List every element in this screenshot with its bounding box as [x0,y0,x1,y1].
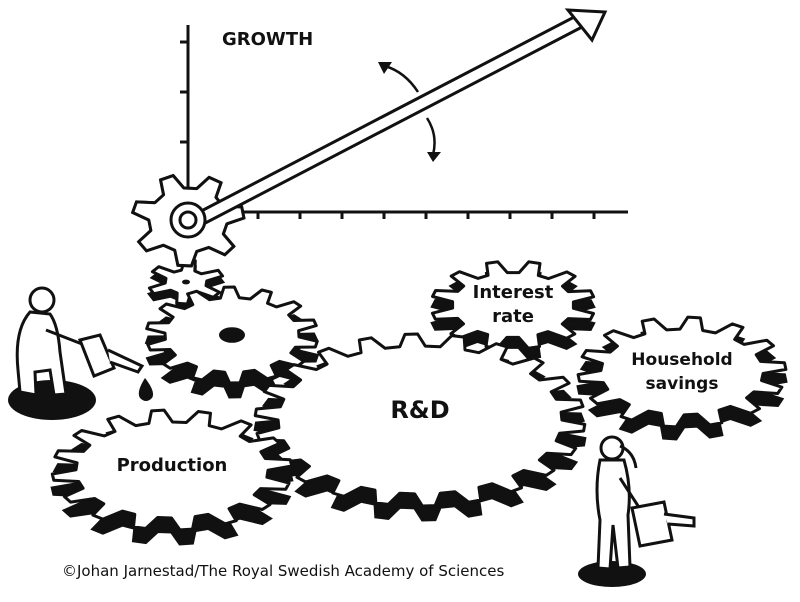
rotate-arrow-head-up [378,62,392,74]
gear-icon-rd-face [253,332,587,508]
gear-icon-interest-face [430,260,596,350]
gear-icon-production-face [50,408,294,532]
gear-icon-middle [144,285,320,399]
gear-icon-production [50,408,294,546]
worker-figure-icon-left [8,286,96,420]
watering-can-icon-left [77,333,145,378]
gear-layer [50,173,788,546]
gear-icon-household-face [576,315,788,429]
interest-label-line1: Interest [473,282,554,303]
gear-icon-rd [253,332,587,522]
interest-label-line2: rate [492,306,534,327]
household-label-line1: Household [631,350,732,370]
pointer-hub-inner [178,210,198,230]
watering-can-icon-right [630,500,696,548]
growth-axes [180,25,628,219]
gear-icon-interest [430,260,596,360]
gear-icon-small-star-hole [182,279,190,285]
rotate-arrow-head-down [427,152,441,162]
production-label: Production [117,455,228,476]
oil-drop-icon [138,378,154,401]
gear-icon-middle-hole [219,327,245,343]
axis-title: GROWTH [222,29,313,50]
household-label-line2: savings [646,374,719,394]
gear-icon-household [576,315,788,441]
rd-label: R&D [390,396,449,424]
credit-text: ©Johan Jarnestad/The Royal Swedish Acade… [62,562,505,580]
worker-figure-icon-right [578,435,646,587]
